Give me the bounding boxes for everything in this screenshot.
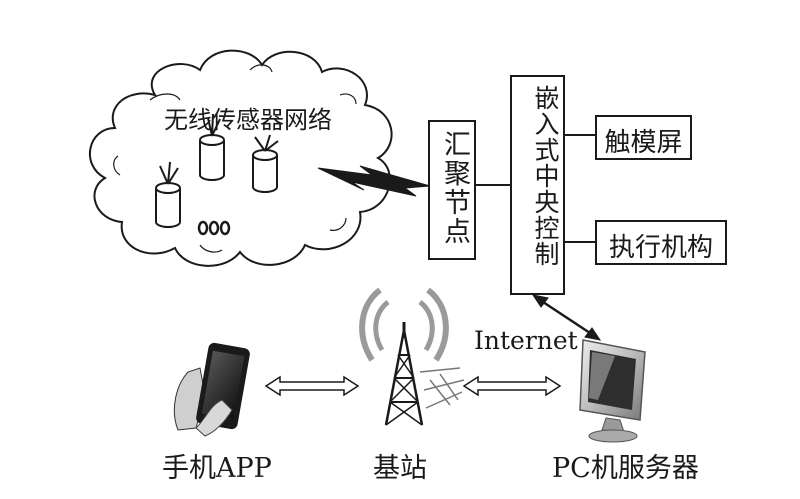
cloud-icon bbox=[88, 49, 393, 267]
base-station-label: 基站 bbox=[373, 453, 427, 484]
touchscreen-box: 触模屏 bbox=[595, 115, 692, 160]
phone-app-label: 手机APP bbox=[162, 453, 272, 484]
antenna-tower-icon bbox=[359, 287, 465, 426]
sensor-node-icon bbox=[155, 161, 181, 228]
sensor-node-icon bbox=[199, 113, 225, 181]
sink-node-box: 汇聚节点 bbox=[428, 120, 476, 260]
controller-box: 嵌入式中央控制 bbox=[510, 75, 565, 295]
actuator-label: 执行机构 bbox=[608, 233, 713, 263]
sink-node-label: 汇聚节点 bbox=[439, 130, 470, 246]
wsn-label: 无线传感器网络 bbox=[164, 106, 332, 134]
actuator-box: 执行机构 bbox=[595, 220, 727, 265]
internet-label: Internet bbox=[474, 326, 578, 355]
connection-lines bbox=[474, 134, 596, 243]
smartphone-icon bbox=[173, 342, 250, 437]
touchscreen-label: 触模屏 bbox=[604, 128, 683, 158]
controller-label: 嵌入式中央控制 bbox=[531, 85, 560, 267]
ellipsis-dots bbox=[197, 220, 231, 236]
pc-server-label: PC机服务器 bbox=[552, 453, 699, 484]
sensor-node-icon bbox=[252, 134, 279, 193]
wireless-signal-icon bbox=[317, 165, 431, 197]
double-arrow-icon bbox=[264, 375, 360, 397]
pc-monitor-icon bbox=[579, 339, 646, 443]
internet-link-arrow bbox=[531, 294, 602, 341]
double-arrow-icon bbox=[462, 375, 562, 397]
